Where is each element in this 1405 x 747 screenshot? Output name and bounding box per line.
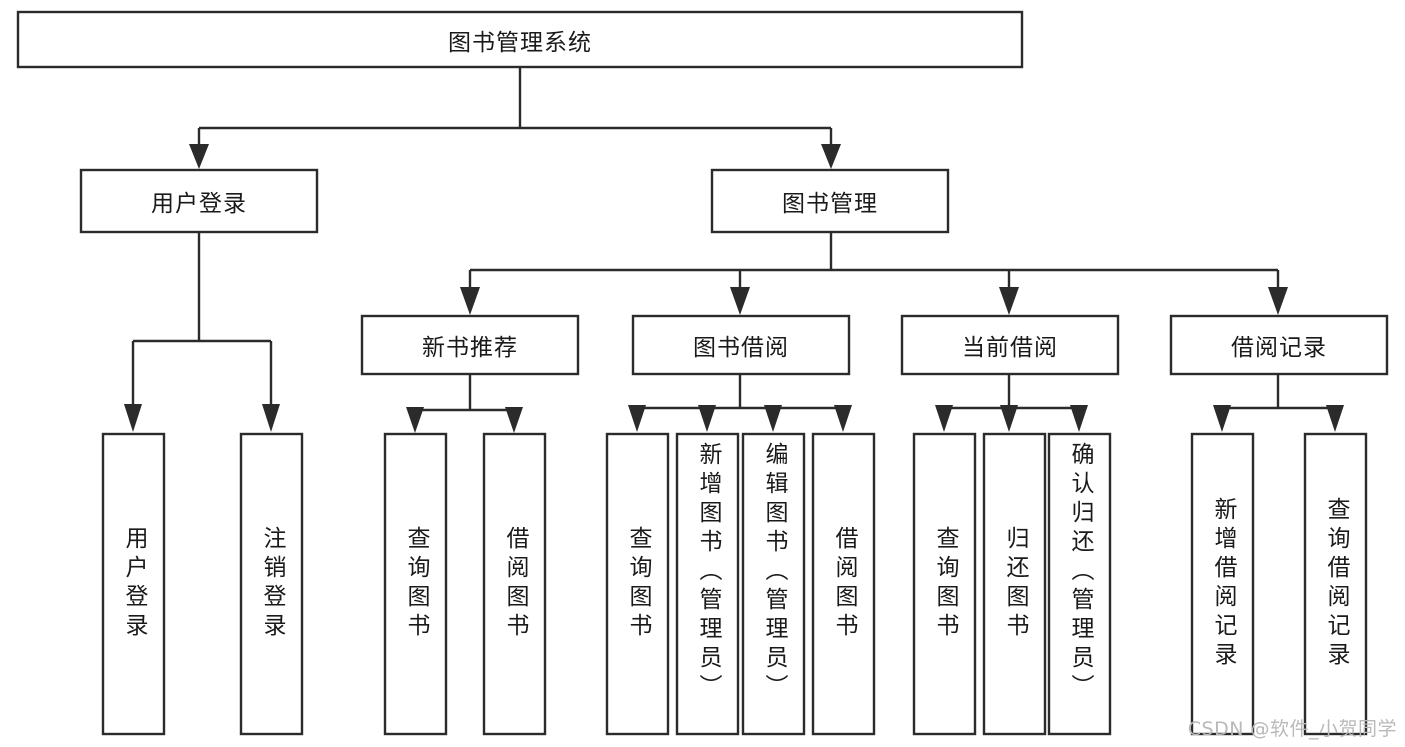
arrow-icon-leaf-logout	[262, 404, 280, 432]
connector-group-currentborrow-to-leaves	[935, 375, 1088, 432]
node-box-leaf-add-book[interactable]	[675, 432, 740, 736]
arrow-icon-leaf-add-book	[698, 405, 716, 432]
arrow-icon-leaf-borrow-book-1	[505, 407, 523, 433]
connector-group-bookmanagement-to-level3	[460, 233, 1288, 315]
node-box-book-management[interactable]	[710, 168, 950, 234]
node-box-leaf-query-book-2[interactable]	[605, 432, 670, 736]
node-box-leaf-add-record[interactable]	[1190, 432, 1255, 736]
arrow-icon-current-borrow	[999, 287, 1019, 315]
connector-group-userlogin-to-leaves	[124, 233, 280, 432]
connector-group-bookborrow-to-leaves	[628, 375, 852, 432]
node-box-leaf-return-book[interactable]	[982, 432, 1047, 736]
node-box-leaf-query-book-3[interactable]	[912, 432, 977, 736]
arrow-icon-leaf-add-record	[1213, 405, 1231, 432]
arrow-icon-leaf-borrow-book-2	[834, 405, 852, 432]
node-box-leaf-borrow-book-2[interactable]	[811, 432, 876, 736]
arrow-icon-new-book-recommend	[460, 287, 480, 315]
arrow-icon-leaf-query-record	[1326, 405, 1344, 432]
connector-group-newbook-to-leaves	[406, 375, 523, 433]
node-box-borrow-record[interactable]	[1169, 314, 1389, 376]
node-box-book-borrow[interactable]	[631, 314, 851, 376]
node-box-leaf-user-login[interactable]	[101, 432, 166, 736]
arrow-icon-user-login	[189, 144, 209, 169]
arrow-icon-leaf-query-book-2	[628, 405, 646, 432]
node-box-user-login[interactable]	[79, 168, 319, 234]
node-box-leaf-logout[interactable]	[239, 432, 304, 736]
arrow-icon-book-borrow	[730, 287, 750, 315]
node-box-leaf-query-record[interactable]	[1303, 432, 1368, 736]
connector-group-root-to-level2	[189, 67, 841, 169]
arrow-icon-book-management	[821, 144, 841, 169]
node-box-leaf-borrow-book-1[interactable]	[482, 432, 547, 736]
connector-group-borrowrecord-to-leaves	[1213, 375, 1344, 432]
arrow-icon-leaf-confirm-return	[1070, 405, 1088, 432]
node-box-root[interactable]	[16, 10, 1024, 69]
arrow-icon-leaf-edit-book	[764, 405, 782, 432]
node-box-new-book-recommend[interactable]	[360, 314, 580, 376]
node-box-leaf-query-book-1[interactable]	[383, 432, 448, 736]
arrow-icon-leaf-return-book	[1000, 405, 1018, 432]
node-box-leaf-confirm-return[interactable]	[1047, 432, 1112, 736]
arrow-icon-borrow-record	[1268, 287, 1288, 315]
node-box-current-borrow[interactable]	[900, 314, 1120, 376]
arrow-icon-leaf-query-book-3	[935, 405, 953, 432]
arrow-icon-leaf-query-book-1	[406, 407, 424, 433]
arrow-icon-leaf-user-login	[124, 404, 142, 432]
node-box-leaf-edit-book[interactable]	[741, 432, 806, 736]
